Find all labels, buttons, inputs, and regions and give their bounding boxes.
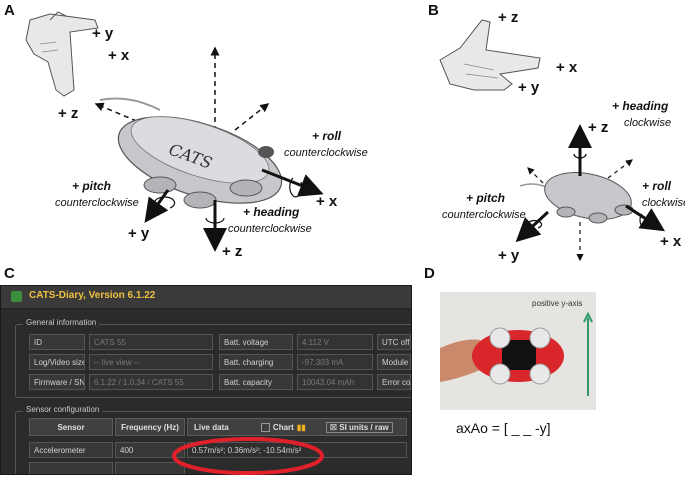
panel-label-d: D <box>424 265 435 282</box>
axis-y-positive <box>515 210 550 243</box>
axis-y-negative <box>607 159 633 179</box>
batt-capacity-value[interactable]: 10043.04 mAh <box>297 374 373 390</box>
positive-y-axis-label: positive y-axis <box>532 299 582 308</box>
axis-x-label: + x <box>660 233 682 250</box>
firmware-value[interactable]: 6.1.22 / 1.0.34 / CATS 55 <box>89 374 213 390</box>
live-data-label: Live data <box>194 423 229 432</box>
live-data-header: Live data Chart▮▮ ☒ SI units / raw <box>187 418 407 436</box>
log-size-value[interactable]: -- live view -- <box>89 354 213 370</box>
cats-tag-device <box>519 172 634 224</box>
next-frequency-cell <box>115 462 185 474</box>
axis-mapping-equation: axAo = [ _ _ -y] <box>456 420 551 436</box>
hand-gesture-icon <box>25 11 99 97</box>
roll-rotation-icon <box>639 213 649 228</box>
roll-direction: counterclockwise <box>284 147 368 159</box>
accelerometer-label: Accelerometer <box>29 442 113 458</box>
axis-z-label: + z <box>222 243 242 260</box>
pitch-label: + pitch <box>466 191 505 205</box>
sensor-column-header: Sensor <box>29 418 113 436</box>
window-titlebar: CATS-Diary, Version 6.1.22 <box>1 286 411 309</box>
batt-charging-label: Batt. charging <box>219 354 293 370</box>
hand-z-label: + z <box>58 105 78 122</box>
roll-direction: clockwise <box>642 197 685 209</box>
batt-capacity-label: Batt. capacity <box>219 374 293 390</box>
hand-y-label: + y <box>92 25 114 42</box>
si-units-check-icon: ☒ <box>329 423 340 432</box>
hand-gesture-icon <box>439 19 541 91</box>
si-units-label: SI units / raw <box>339 423 389 432</box>
chart-label: Chart <box>272 423 294 432</box>
axis-x-positive <box>261 168 324 197</box>
chart-toggle[interactable]: Chart▮▮ <box>260 423 306 433</box>
axis-y-positive <box>144 189 170 223</box>
id-label: ID <box>29 334 85 350</box>
hand-y-label: + y <box>518 79 540 96</box>
id-value[interactable]: CATS 55 <box>89 334 213 350</box>
pitch-rotation-icon <box>526 219 543 229</box>
utc-offset-label: UTC off <box>377 334 411 350</box>
axis-x-positive <box>625 204 666 232</box>
cats-tag-device: CATS <box>99 97 283 209</box>
roll-rotation-icon <box>289 177 303 198</box>
heading-label: + heading <box>243 205 300 219</box>
frequency-column-header: Frequency (Hz) <box>115 418 185 436</box>
device-photo-drawing: positive y-axis <box>440 292 596 410</box>
axis-y-label: + y <box>128 225 150 242</box>
pitch-label: + pitch <box>72 179 111 193</box>
axis-x-label: + x <box>316 193 338 210</box>
chart-bars-icon: ▮▮ <box>296 423 306 432</box>
frequency-value: 400 <box>120 446 134 455</box>
si-units-toggle[interactable]: ☒ SI units / raw <box>325 422 393 433</box>
general-info-label: General information <box>23 318 100 327</box>
log-size-label: Log/Video size <box>29 354 85 370</box>
panel-b-diagram: + z + x + y + z + x + y + heading clockw… <box>439 9 685 264</box>
frequency-select[interactable]: 400▾ <box>115 442 185 458</box>
pitch-direction: counterclockwise <box>442 209 526 221</box>
roll-label: + roll <box>642 179 672 193</box>
hand-x-label: + x <box>556 59 578 76</box>
pitch-direction: counterclockwise <box>55 197 139 209</box>
module-label: Module <box>377 354 411 370</box>
panel-label-b: B <box>428 2 439 19</box>
panel-label-c: C <box>4 265 15 282</box>
batt-charging-value[interactable]: -97.303 mA <box>297 354 373 370</box>
axis-y-negative <box>234 103 270 131</box>
cats-diary-window: CATS-Diary, Version 6.1.22 General infor… <box>0 285 412 475</box>
window-title: CATS-Diary, Version 6.1.22 <box>29 290 156 301</box>
batt-voltage-value[interactable]: 4.112 V <box>297 334 373 350</box>
panel-label-a: A <box>4 2 15 19</box>
pitch-rotation-icon <box>154 196 176 209</box>
chart-checkbox[interactable] <box>260 423 270 433</box>
heading-label: + heading <box>612 99 669 113</box>
heading-direction: counterclockwise <box>228 223 312 235</box>
batt-voltage-label: Batt. voltage <box>219 334 293 350</box>
hand-x-label: + x <box>108 47 130 64</box>
heading-direction: clockwise <box>624 117 671 129</box>
roll-label: + roll <box>312 129 342 143</box>
axis-z-label: + z <box>588 119 608 136</box>
sensor-config-label: Sensor configuration <box>23 405 103 414</box>
app-icon <box>11 291 22 302</box>
general-info-group <box>15 324 411 398</box>
highlight-ellipse <box>172 437 324 475</box>
firmware-label: Firmware / SN <box>29 374 85 390</box>
axis-y-label: + y <box>498 247 520 264</box>
hand-z-label: + z <box>498 9 518 26</box>
sensor-config-group <box>15 411 411 474</box>
panel-a-diagram: + y + x + z CATS + x + y + z + roll coun… <box>25 11 368 260</box>
error-code-label: Error co <box>377 374 411 390</box>
next-sensor-row <box>29 462 113 474</box>
device-photo: positive y-axis <box>440 292 596 410</box>
heading-rotation-icon <box>205 217 225 224</box>
heading-rotation-icon <box>573 153 587 159</box>
